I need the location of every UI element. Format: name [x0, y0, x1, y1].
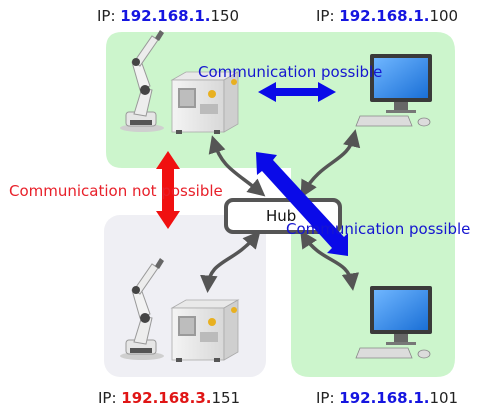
communication-possible-label: Communication possible: [198, 63, 383, 81]
ip-prefix: IP:: [98, 389, 122, 407]
ip-prefix: IP:: [316, 389, 340, 407]
cable-arrow-top-right: [300, 129, 361, 199]
cable-arrows: [200, 129, 361, 293]
robot-arm-icon: [120, 30, 164, 132]
ip-prefix: IP:: [97, 7, 121, 25]
communication-possible-diagonal-arrow: [256, 152, 348, 256]
robot-controller-icon: [170, 299, 240, 362]
ip-label-bottom-left: IP: 192.168.3.151: [98, 389, 240, 407]
ip-label-top-left: IP: 192.168.1.150: [97, 7, 239, 25]
ip-network: 192.168.1.: [339, 389, 430, 407]
ip-host: 150: [210, 7, 240, 25]
ip-network: 192.168.3.: [121, 389, 212, 407]
desktop-computer-icon: [355, 54, 432, 127]
communication-not-possible-label: Communication not possible: [9, 182, 223, 200]
cable-arrow-bottom-left: [200, 230, 261, 293]
ip-label-bottom-right: IP: 192.168.1.101: [316, 389, 458, 407]
ip-network: 192.168.1.: [339, 7, 430, 25]
hub-label: Hub: [266, 207, 297, 225]
cable-arrow-top-left: [208, 135, 266, 197]
ip-prefix: IP:: [316, 7, 340, 25]
ip-label-top-right: IP: 192.168.1.100: [316, 7, 458, 25]
cable-arrow-bottom-right: [300, 230, 360, 291]
ip-host: 151: [211, 389, 241, 407]
communication-possible-diagonal-label: Communication possible: [286, 220, 471, 238]
ip-network: 192.168.1.: [120, 7, 211, 25]
ip-host: 101: [429, 389, 459, 407]
robot-controller-icon: [170, 71, 240, 134]
robot-arm-icon: [120, 258, 164, 360]
desktop-computer-icon: [355, 286, 432, 359]
communication-not-possible-arrow: [156, 151, 180, 229]
communication-possible-arrow: [258, 82, 336, 102]
ip-host: 100: [429, 7, 459, 25]
